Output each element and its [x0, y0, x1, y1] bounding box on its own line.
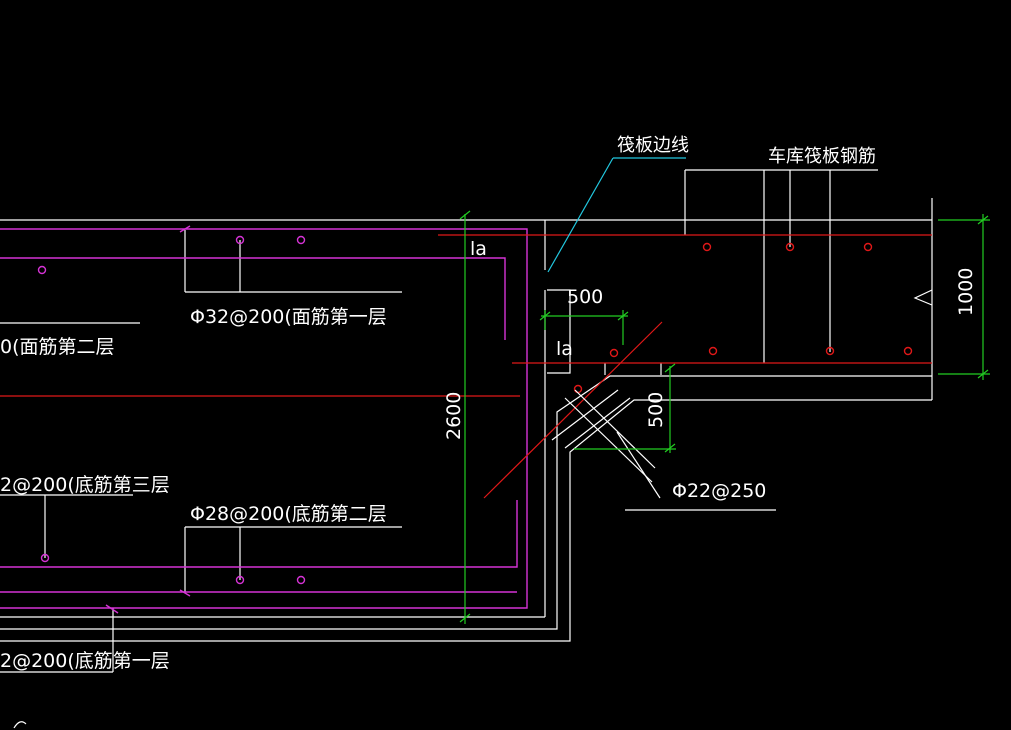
bottom-rebar-layer3-label: 2@200(底筋第三层 [0, 474, 170, 496]
diagonal-bars [551, 389, 656, 483]
bottom-rebar-layer1-label: 2@200(底筋第一层 [0, 650, 170, 672]
raft-edge-label: 筏板边线 [617, 135, 689, 156]
top-rebar-layer2-label: 0(面筋第二层 [0, 336, 115, 358]
dimension-lines [459, 210, 990, 624]
la-label-top: la [470, 238, 487, 260]
dimension-500-horizontal: 500 [567, 286, 603, 308]
structure-outline [0, 169, 933, 673]
dimension-1000: 1000 [955, 268, 977, 316]
dimension-2600: 2600 [443, 392, 465, 440]
main-rebars [0, 225, 528, 614]
rebar-points-magenta [37, 235, 306, 585]
garage-rebars [0, 234, 932, 499]
partial-symbol [13, 721, 27, 729]
dimension-500-vertical: 500 [645, 392, 667, 428]
diagonal-rebar-label: Φ22@250 [672, 480, 766, 502]
raft-edge-leader [547, 157, 686, 273]
top-rebar-layer1-label: Φ32@200(面筋第一层 [190, 306, 387, 328]
la-label-middle: la [556, 338, 573, 360]
rebar-points-red [573, 242, 913, 394]
garage-rebar-label: 车库筏板钢筋 [768, 146, 876, 167]
bottom-rebar-layer2-label: Φ28@200(底筋第二层 [190, 503, 387, 525]
